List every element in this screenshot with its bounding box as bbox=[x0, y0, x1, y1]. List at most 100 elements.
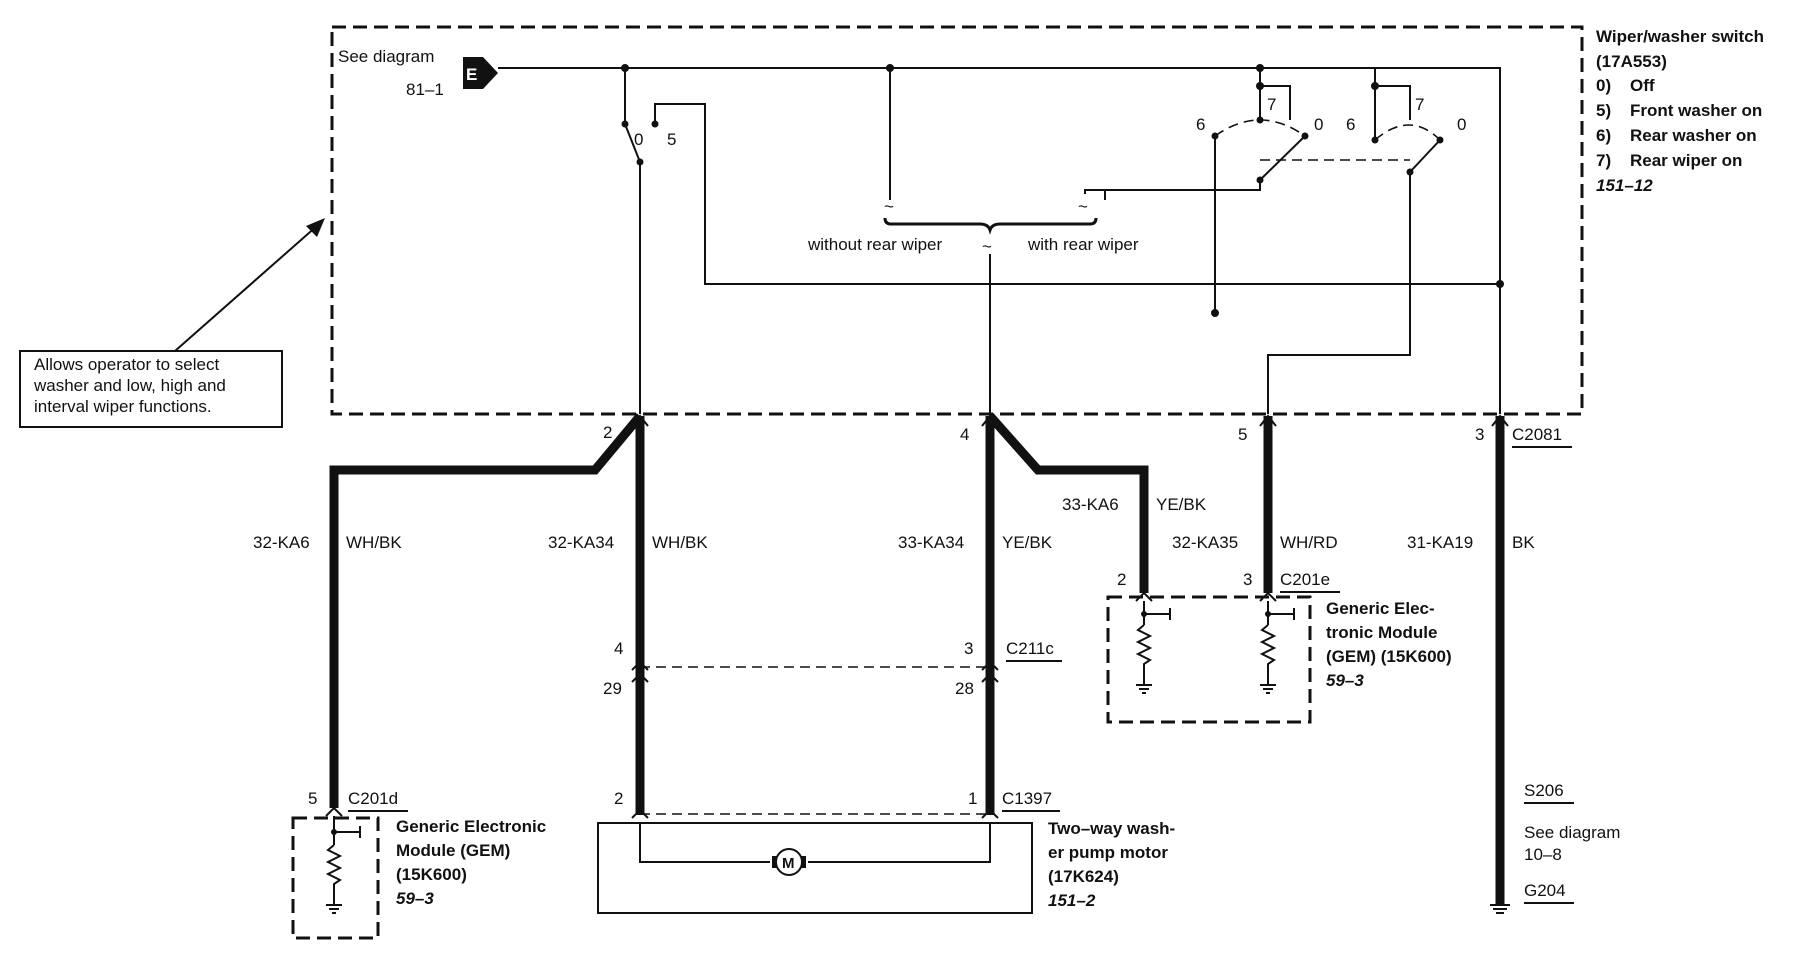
note-line-3: interval wiper functions. bbox=[34, 397, 212, 416]
rear-sw1-blade bbox=[1259, 135, 1306, 181]
pump-line-2: er pump motor bbox=[1048, 843, 1168, 862]
pin-e-3: 3 bbox=[1243, 570, 1252, 589]
pin5-wire bbox=[1267, 172, 1411, 414]
switch-ref: 151–12 bbox=[1596, 176, 1653, 195]
connector-c2081: C2081 bbox=[1512, 425, 1562, 444]
contact-0: 0 bbox=[634, 130, 643, 149]
gem-left-line-2: Module (GEM) bbox=[396, 841, 510, 860]
see-diagram-label: See diagram bbox=[338, 47, 434, 66]
pump-line-1: Two–way wash- bbox=[1048, 819, 1175, 838]
switch-pos-7-num: 7) bbox=[1596, 151, 1611, 170]
note-arrowhead-icon bbox=[306, 218, 325, 237]
pump-motor-wires bbox=[639, 823, 991, 863]
with-rear-feed bbox=[1084, 189, 1106, 200]
terminal-e-icon: E bbox=[463, 57, 498, 89]
connector-c201e: C201e bbox=[1280, 570, 1330, 589]
pin-top-3: 3 bbox=[1475, 425, 1484, 444]
gem-right-enclosure bbox=[1106, 595, 1312, 724]
wire-33-KA6 bbox=[986, 413, 1149, 593]
wire-32-KA6-left bbox=[329, 413, 644, 808]
note-arrow bbox=[174, 224, 319, 352]
gem-left-ref: 59–3 bbox=[396, 889, 434, 908]
rear-sw1-arc bbox=[1214, 119, 1306, 137]
rear-sw2-arc bbox=[1374, 124, 1441, 141]
front-washer-out bbox=[654, 103, 1500, 285]
pin-e-2: 2 bbox=[1117, 570, 1126, 589]
switch-pos-0-label: Off bbox=[1630, 76, 1655, 95]
contact-7a: 7 bbox=[1267, 95, 1276, 114]
gem-right-line-2: tronic Module bbox=[1326, 623, 1437, 642]
feed-line bbox=[498, 67, 1501, 414]
rear-sw1-out bbox=[1085, 180, 1261, 191]
ground-g204-icon bbox=[1490, 904, 1510, 914]
wire-circuit-32-KA35: 32-KA35 bbox=[1172, 533, 1238, 552]
switch-pos-5-label: Front washer on bbox=[1630, 101, 1762, 120]
switch-pos-5-num: 5) bbox=[1596, 101, 1611, 120]
rear-sw2-blade bbox=[1409, 139, 1441, 173]
contact-0a: 0 bbox=[1314, 115, 1323, 134]
wire-color-32-KA6: WH/BK bbox=[346, 533, 402, 552]
connector-c1397: C1397 bbox=[1002, 789, 1052, 808]
note-box bbox=[19, 350, 283, 428]
without-rear-label: without rear wiper bbox=[807, 235, 943, 254]
wire-color-32-KA35: WH/RD bbox=[1280, 533, 1338, 552]
contact-5: 5 bbox=[667, 130, 676, 149]
wire-color-31-KA19: BK bbox=[1512, 533, 1535, 552]
gem-left-resistor-icon bbox=[325, 816, 361, 914]
contact-7b: 7 bbox=[1415, 95, 1424, 114]
svg-text:~: ~ bbox=[982, 237, 992, 256]
contact-0b: 0 bbox=[1457, 115, 1466, 134]
pump-ref: 151–2 bbox=[1048, 891, 1096, 910]
front-washer-blade bbox=[624, 123, 641, 163]
switch-pos-0-num: 0) bbox=[1596, 76, 1611, 95]
pin-c211-29: 29 bbox=[603, 679, 622, 698]
switch-title: Wiper/washer switch bbox=[1596, 27, 1764, 46]
switch-label: Wiper/washer switch (17A553) 0) Off 5) F… bbox=[1596, 27, 1764, 195]
gem-right-line-3: (GEM) (15K600) bbox=[1326, 647, 1452, 666]
splice-s206: S206 bbox=[1524, 781, 1564, 800]
svg-text:~: ~ bbox=[884, 197, 894, 216]
connector-c201d: C201d bbox=[348, 789, 398, 808]
svg-text:~: ~ bbox=[1078, 197, 1088, 216]
switch-pos-7-label: Rear wiper on bbox=[1630, 151, 1742, 170]
wire-color-32-KA34: WH/BK bbox=[652, 533, 708, 552]
gem-right-line-1: Generic Elec- bbox=[1326, 599, 1435, 618]
wire-circuit-33-KA6: 33-KA6 bbox=[1062, 495, 1119, 514]
gem-left-line-3: (15K600) bbox=[396, 865, 467, 884]
switch-part-number: (17A553) bbox=[1596, 52, 1667, 71]
switch-pos-6-num: 6) bbox=[1596, 126, 1611, 145]
pin-top-5: 5 bbox=[1238, 425, 1247, 444]
motor-letter: M bbox=[782, 855, 795, 872]
ground-ref: 10–8 bbox=[1524, 845, 1562, 864]
pin-p-2: 2 bbox=[614, 789, 623, 808]
wire-circuit-32-KA34: 32-KA34 bbox=[548, 533, 614, 552]
wire-circuit-31-KA19: 31-KA19 bbox=[1407, 533, 1473, 552]
ground-g204: G204 bbox=[1524, 881, 1566, 900]
wire-color-33-KA6: YE/BK bbox=[1156, 495, 1207, 514]
switch-pos-6-label: Rear washer on bbox=[1630, 126, 1757, 145]
motor-icon: M bbox=[772, 848, 806, 876]
wire-circuit-32-KA6: 32-KA6 bbox=[253, 533, 310, 552]
gem-left-line-1: Generic Electronic bbox=[396, 817, 546, 836]
pump-line-3: (17K624) bbox=[1048, 867, 1119, 886]
see-diagram-ref: 81–1 bbox=[406, 80, 444, 99]
pin-top-4: 4 bbox=[960, 425, 969, 444]
pin-c211-3: 3 bbox=[964, 639, 973, 658]
contact-6a: 6 bbox=[1196, 115, 1205, 134]
rear-sw1-feed bbox=[1259, 68, 1291, 120]
pin-d-5: 5 bbox=[308, 789, 317, 808]
splice-s206-icon bbox=[1496, 786, 1504, 794]
note-line-2: washer and low, high and bbox=[33, 376, 226, 395]
ground-see-diagram: See diagram bbox=[1524, 823, 1620, 842]
pin-p-1: 1 bbox=[968, 789, 977, 808]
note-line-1: Allows operator to select bbox=[34, 355, 219, 374]
pin-c211-28: 28 bbox=[955, 679, 974, 698]
gem-right-ref: 59–3 bbox=[1326, 671, 1364, 690]
option-brace bbox=[883, 217, 1098, 235]
with-rear-label: with rear wiper bbox=[1027, 235, 1139, 254]
pump-motor-box bbox=[597, 822, 1033, 914]
wire-color-33-KA34: YE/BK bbox=[1002, 533, 1053, 552]
contact-6b: 6 bbox=[1346, 115, 1355, 134]
pin-top-2: 2 bbox=[603, 423, 612, 442]
